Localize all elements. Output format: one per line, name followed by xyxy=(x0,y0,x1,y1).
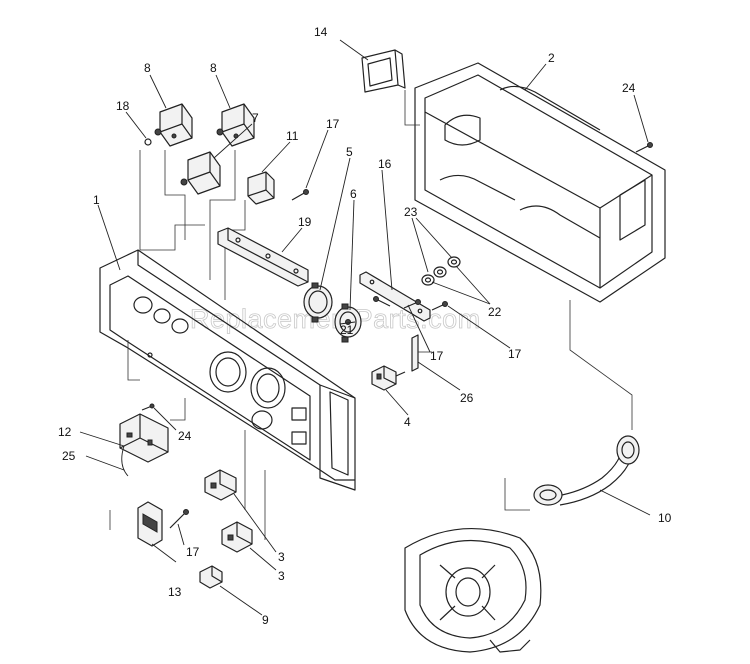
nut-part-23-a[interactable] xyxy=(421,274,435,286)
callout-25: 25 xyxy=(62,449,76,463)
callout-19: 19 xyxy=(298,215,312,229)
wiring-guides xyxy=(139,150,246,300)
callout-17-top: 17 xyxy=(326,117,340,131)
receptacle-part-4[interactable] xyxy=(371,365,406,391)
callout-6: 6 xyxy=(350,187,357,201)
screw-part-17-mid-b[interactable] xyxy=(403,299,421,309)
grommet-part-14[interactable] xyxy=(361,49,420,126)
clip-part-26[interactable] xyxy=(411,334,432,372)
tube-part-10[interactable] xyxy=(504,300,640,511)
switch-part-8-right[interactable] xyxy=(216,103,255,147)
end-bell[interactable] xyxy=(404,527,542,653)
callout-14: 14 xyxy=(314,25,328,39)
bracket-part-13[interactable] xyxy=(109,501,163,547)
callout-1: 1 xyxy=(93,193,100,207)
callout-23: 23 xyxy=(404,205,418,219)
callout-2: 2 xyxy=(548,51,555,65)
callout-21: 21 xyxy=(340,323,354,337)
callout-26: 26 xyxy=(460,391,474,405)
callout-3-lower: 3 xyxy=(278,569,285,583)
control-panel-part-1[interactable] xyxy=(99,249,356,491)
idle-control-board-part-12[interactable] xyxy=(119,413,169,477)
callout-18: 18 xyxy=(116,99,130,113)
callout-17-mid: 17 xyxy=(430,349,444,363)
callout-12: 12 xyxy=(58,425,72,439)
screw-part-24-left[interactable] xyxy=(141,403,155,411)
housing-part[interactable] xyxy=(414,62,666,303)
panel-guides xyxy=(127,340,266,540)
breaker-part-5[interactable] xyxy=(303,282,333,323)
callout-4: 4 xyxy=(404,415,411,429)
callout-16: 17 xyxy=(186,545,200,559)
callout-11: 11 xyxy=(286,129,299,143)
callout-10: 10 xyxy=(658,511,672,525)
connector-part-11[interactable] xyxy=(247,171,275,205)
receptacle-part-3-lower[interactable] xyxy=(221,521,253,553)
bar-part-15[interactable] xyxy=(359,271,431,322)
screw-part-17-mid-a[interactable] xyxy=(431,301,448,311)
receptacle-part-3-upper[interactable] xyxy=(204,469,237,501)
callout-8-left: 8 xyxy=(144,61,151,75)
leader-lines xyxy=(79,39,651,616)
callouts: 14 2 24 8 8 18 7 11 17 5 16 6 1 23 19 22… xyxy=(58,25,672,627)
callout-5: 5 xyxy=(346,145,353,159)
screw-part-21[interactable] xyxy=(373,296,391,307)
screw-part-24-top[interactable] xyxy=(635,142,653,153)
callout-3-upper: 3 xyxy=(278,550,285,564)
callout-17-right: 17 xyxy=(508,347,522,361)
screw-part-16[interactable] xyxy=(169,509,189,529)
switch-part-6[interactable] xyxy=(334,303,362,343)
callout-9: 9 xyxy=(262,613,269,627)
callout-15: 16 xyxy=(378,157,392,171)
callout-13: 13 xyxy=(168,585,182,599)
callout-24-left: 24 xyxy=(178,429,192,443)
screw-part-18[interactable] xyxy=(144,138,152,146)
switch-part-8-left[interactable] xyxy=(154,103,193,147)
callout-22: 22 xyxy=(488,305,502,319)
callout-7: 7 xyxy=(252,111,259,125)
callout-24-top: 24 xyxy=(622,81,636,95)
receptacle-part-9[interactable] xyxy=(199,565,223,589)
switch-part-7[interactable] xyxy=(180,151,221,195)
bar-part-19[interactable] xyxy=(217,227,309,287)
nut-part-23-b[interactable] xyxy=(433,266,447,278)
nut-part-23-c[interactable] xyxy=(447,256,461,268)
callout-8-right: 8 xyxy=(210,61,217,75)
screw-part-17-top[interactable] xyxy=(291,189,309,201)
